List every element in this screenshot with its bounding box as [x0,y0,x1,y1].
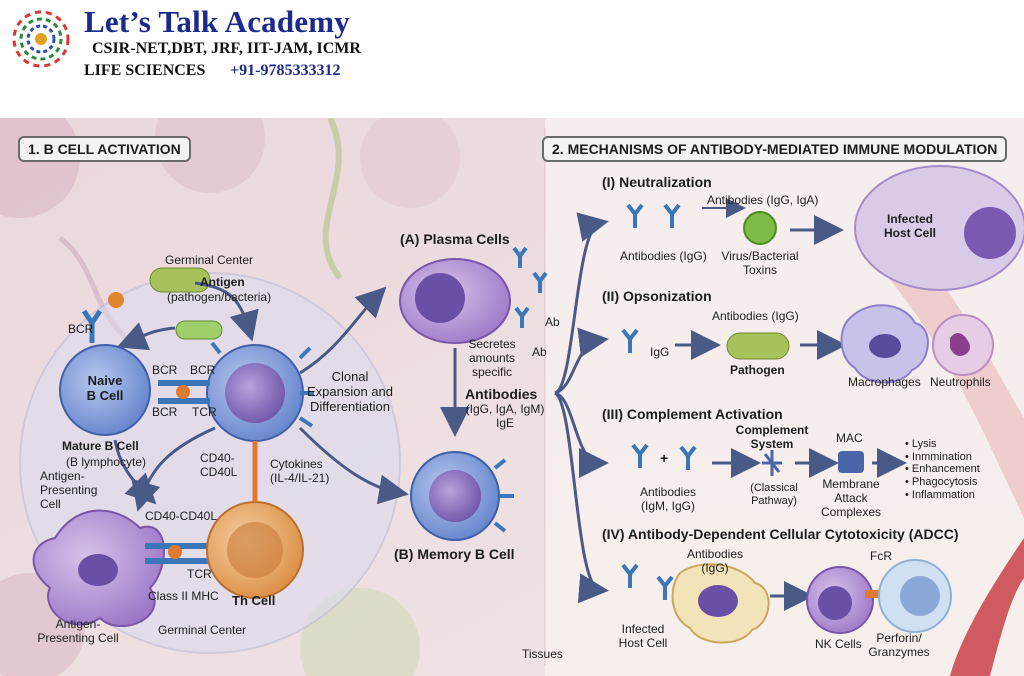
outcome-item: • Phagocytosis [905,475,978,488]
adcc-title: (IV) Antibody-Dependent Cellular Cytotox… [602,526,959,542]
naive-b-cell-label: Naive B Cell [86,373,124,403]
brand-phone: +91-9785333312 [230,62,341,79]
brand-subtitle: CSIR-NET,DBT, JRF, IIT-JAM, ICMR [92,40,361,57]
outcome-item: • Lysis [905,438,937,450]
panel1-title: 1. B CELL ACTIVATION [18,136,191,162]
class-ii-mhc-label: Class II MHC [148,589,219,603]
adcc-antibodies-label: Antibodies (IgG) [686,547,744,575]
infected-host-cell-label-1: Infected Host Cell [883,212,936,240]
th-cell-label: Th Cell [232,593,276,608]
header: Let’s Talk Academy CSIR-NET,DBT, JRF, II… [0,0,1024,118]
apc-top-label: Antigen- Presenting Cell [40,469,98,511]
opson-antibodies-label: Antibodies (IgG) [712,309,799,323]
neut-antibodies-top-label: Antibodies (IgG, IgA) [707,193,819,207]
germinal-center-bottom-label: Germinal Center [158,623,247,637]
membrane-attack-label: Membrane Attack Complexes [820,477,882,519]
complement-title: (III) Complement Activation [602,406,783,422]
bcr-top-label: BCR [68,322,94,336]
tcr-apc-label: TCR [187,567,212,581]
complement-system-label: Complement System [735,423,809,451]
neutrophils-label: Neutrophils [930,375,991,389]
cd40-apc-label: CD40-CD40L [145,509,218,523]
secretes-label: Secretes amounts specific [468,337,516,379]
complement-antibodies-label: Antibodies (IgM, IgG) [639,485,697,513]
fcr-label: FcR [870,549,892,563]
neutralization-title: (I) Neutralization [602,174,712,190]
tissues-label: Tissues [522,647,563,661]
memory-b-cell-label: (B) Memory B Cell [394,546,515,562]
pathogen-label: Pathogen [730,363,785,377]
mature-b-cell-label: Mature B Cell [62,439,139,453]
mac-label: MAC [836,431,863,445]
bcr-left-label-2: BCR [152,405,178,419]
ab-label-1: Ab [545,315,560,329]
perforin-label: Perforin/ Granzymes [868,631,930,659]
brand-title: Let’s Talk Academy [84,4,350,39]
classical-pathway-label: (Classical Pathway) [750,482,798,507]
cytokines-label: Cytokines (IL-4/IL-21) [270,457,330,485]
diagram-artwork [0,118,1024,676]
clonal-expansion-label: Clonal Expansion and Differentiation [306,369,393,414]
neut-antibodies-label: Antibodies (IgG) [620,249,707,263]
antigen-label: Antigen [200,275,245,289]
macrophages-label: Macrophages [848,375,921,389]
academy-logo-icon [12,10,70,68]
complement-outcomes-list: • Lysis • Inmmination • Enhancement • Ph… [905,438,980,501]
virus-toxins-label: Virus/Bacterial Toxins [721,249,799,277]
antigen-sub-label: (pathogen/bacteria) [167,290,272,304]
plasma-cells-label: (A) Plasma Cells [400,231,510,247]
apc-bottom-label: Antigen- Presenting Cell [37,617,119,645]
cd40-mid-label: CD40- CD40L [200,451,238,479]
outcome-item: • Enhancement [905,463,980,476]
bcr-left-label-1: BCR [152,363,178,377]
germinal-center-top-label: Germinal Center [165,253,254,267]
opson-igg-label: IgG [650,345,670,359]
mature-b-cell-sub-label: (B lymphocyte) [66,455,147,469]
infected-host-cell-label-2: Infected Host Cell [618,622,668,650]
panel2-title: 2. MECHANISMS OF ANTIBODY-MEDIATED IMMUN… [542,136,1008,162]
diagram-poster: 1. B CELL ACTIVATION Germinal Center Ant… [0,118,1024,676]
antibodies-label: Antibodies [465,386,538,402]
bcr-right-label: BCR [190,363,216,377]
tcr-mid-label: TCR [192,405,217,419]
outcome-item: • Inflammation [905,488,975,501]
complement-plus-label: + [660,450,669,466]
outcome-item: • Inmmination [905,450,972,463]
ab-label-2: Ab [532,345,547,359]
nk-cells-label: NK Cells [815,637,862,651]
opsonization-title: (II) Opsonization [602,288,712,304]
brand-life-sciences: LIFE SCIENCES [84,62,206,79]
antibodies-sub-label: (IgG, IgA, IgM) IgE [465,402,545,430]
